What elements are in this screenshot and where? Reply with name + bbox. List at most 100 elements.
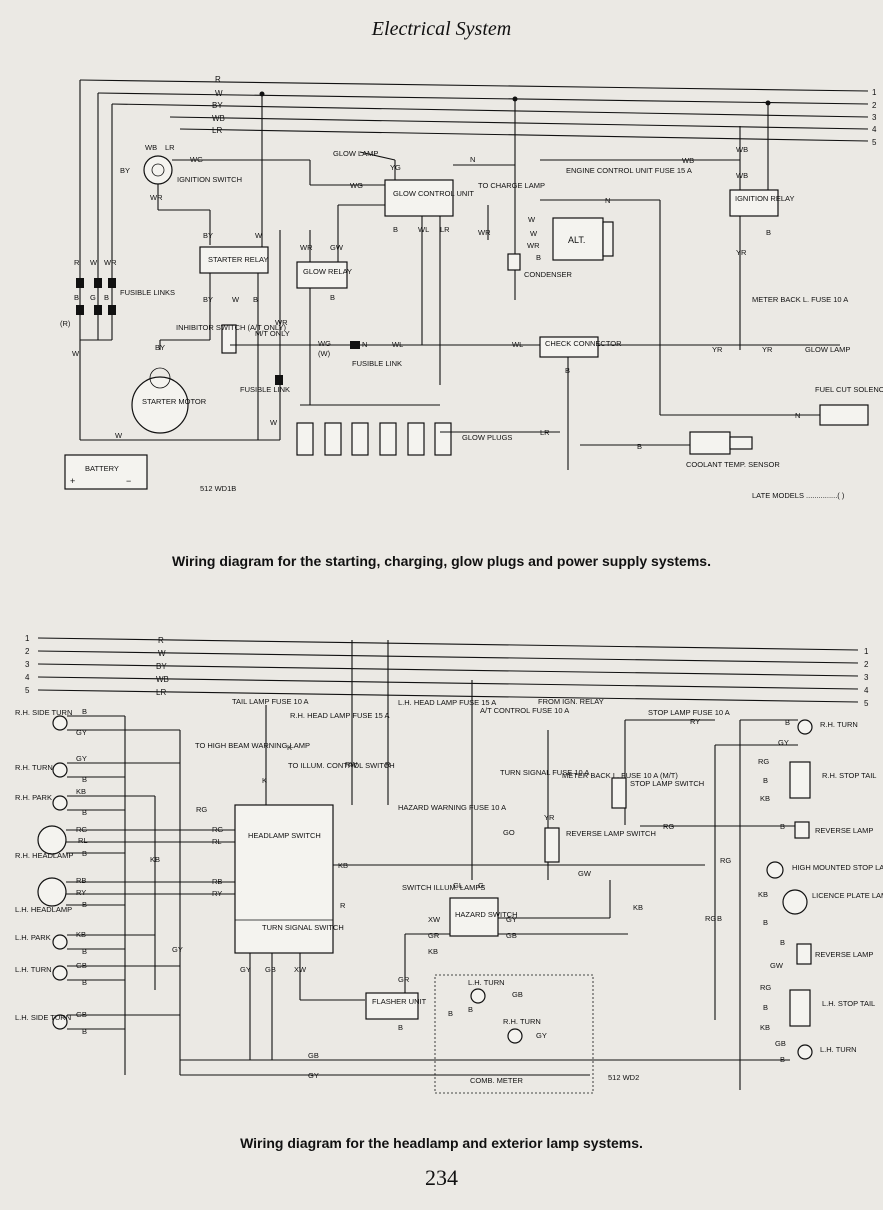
fuel-cut-solenoid: FUEL CUT SOLENOID N (660, 385, 883, 426)
svg-text:WR: WR (104, 258, 117, 267)
svg-text:GY: GY (506, 915, 517, 924)
top-fuses: TAIL LAMP FUSE 10 A K R.H. HEAD LAMP FUS… (232, 640, 730, 880)
svg-text:R: R (74, 258, 80, 267)
glow-relay-label: GLOW RELAY (303, 267, 352, 276)
d1-bus-label: W (215, 89, 223, 98)
svg-text:RG: RG (760, 983, 771, 992)
d2-bus-wires: 1 2 3 4 5 R W BY WB LR 1 2 3 4 5 (25, 634, 869, 708)
svg-text:LR: LR (540, 428, 550, 437)
d2-bus-num: 1 (25, 634, 30, 643)
battery: BATTERY +− 512 WD1B (64, 454, 236, 493)
stop-lamp-switch-label: STOP LAMP SWITCH (630, 779, 704, 788)
lamp-label: L.H. SIDE TURN (15, 1013, 71, 1022)
d2-bus-num: 3 (864, 673, 869, 682)
svg-text:GB: GB (506, 931, 517, 940)
headlamp-switch-label: HEADLAMP SWITCH (248, 831, 321, 840)
svg-text:WB: WB (736, 171, 748, 180)
svg-text:B: B (763, 1003, 768, 1012)
svg-text:GB: GB (512, 990, 523, 999)
at-control-fuse-label: A/T CONTROL FUSE 10 A (480, 706, 569, 715)
svg-text:N: N (470, 155, 475, 164)
svg-text:KB: KB (758, 890, 768, 899)
svg-text:B: B (785, 718, 790, 727)
svg-text:GY: GY (240, 965, 251, 974)
rh-turn-ind-label: R.H. TURN (503, 1017, 541, 1026)
svg-text:RL: RL (78, 836, 88, 845)
reverse-lamp-switch-label: REVERSE LAMP SWITCH (566, 829, 656, 838)
glow-plugs: GLOW PLUGS (296, 404, 512, 456)
svg-text:B: B (82, 978, 87, 987)
d2-bus-num: 4 (25, 673, 30, 682)
d2-bus-num: 3 (25, 660, 30, 669)
d1-bus-num: 2 (872, 101, 877, 110)
lamp-label: LICENCE PLATE LAMP (812, 891, 883, 900)
svg-text:RG: RG (76, 825, 87, 834)
svg-text:WR: WR (478, 228, 491, 237)
svg-text:B: B (82, 1027, 87, 1036)
svg-text:(W): (W) (318, 349, 331, 358)
d2-bus-label: BY (156, 662, 167, 671)
svg-text:RG: RG (212, 825, 223, 834)
diagram1-caption: Wiring diagram for the starting, chargin… (172, 553, 711, 569)
svg-text:W: W (255, 231, 263, 240)
starter-relay-label: STARTER RELAY (208, 255, 268, 264)
svg-text:B: B (330, 293, 335, 302)
glow-plugs-label: GLOW PLUGS (462, 433, 512, 442)
d2-bus-num: 5 (25, 686, 30, 695)
hazard-fuse-label: HAZARD WARNING FUSE 10 A (398, 803, 506, 812)
inhibitor-switch: INHIBITOR SWITCH (A/T ONLY) M/T ONLY BY (155, 323, 290, 354)
lamp-label: R.H. TURN (15, 763, 53, 772)
d1-bus-num: 1 (872, 88, 877, 97)
ignition-switch-label: IGNITION SWITCH (177, 175, 242, 184)
svg-text:G: G (90, 293, 96, 302)
svg-text:GR: GR (398, 975, 410, 984)
hazard-switch-label: HAZARD SWITCH (455, 910, 518, 919)
svg-text:WB: WB (682, 156, 694, 165)
turn-signal-switch-label: TURN SIGNAL SWITCH (262, 923, 344, 932)
svg-text:YR: YR (544, 813, 555, 822)
page-number: 234 (425, 1165, 458, 1190)
d2-bus-label: LR (156, 688, 166, 697)
svg-text:KB: KB (428, 947, 438, 956)
svg-text:GR: GR (428, 931, 440, 940)
to-illum-label: TO ILLUM. CONTROL SWITCH (288, 761, 395, 770)
svg-text:B: B (637, 442, 642, 451)
d1-bus-num: 4 (872, 125, 877, 134)
svg-text:B: B (82, 849, 87, 858)
d2-bus-num: 4 (864, 686, 869, 695)
svg-text:YR: YR (712, 345, 723, 354)
lamp-label: R.H. HEADLAMP (15, 851, 73, 860)
svg-text:GB: GB (308, 1051, 319, 1060)
svg-text:B: B (468, 1005, 473, 1014)
svg-text:WG: WG (318, 339, 331, 348)
svg-text:RG: RG (720, 856, 731, 865)
to-charge-lamp-label: TO CHARGE LAMP (478, 181, 545, 190)
svg-text:R: R (385, 760, 391, 769)
svg-text:K: K (287, 743, 292, 752)
svg-text:KB: KB (760, 1023, 770, 1032)
lamp-label: R.H. PARK (15, 793, 52, 802)
page-header: Electrical System (371, 18, 512, 40)
svg-text:K: K (262, 776, 267, 785)
d1-bus-wires: R W BY WB LR 1 2 3 4 5 (79, 75, 877, 147)
svg-text:B: B (82, 775, 87, 784)
ignition-relay-label: IGNITION RELAY (735, 194, 794, 203)
d2-bus-num: 2 (25, 647, 30, 656)
starter-motor: STARTER MOTOR W (80, 367, 280, 441)
lamp-label: R.H. SIDE TURN (15, 708, 72, 717)
svg-text:KB: KB (760, 794, 770, 803)
svg-text:N: N (605, 196, 610, 205)
glow-lamp-label: GLOW LAMP (333, 149, 378, 158)
headlamp-switch: HEADLAMP SWITCH TURN SIGNAL SWITCH KBR G… (234, 804, 705, 1060)
lamp-label: HIGH MOUNTED STOP LAMP (792, 863, 883, 872)
svg-text:RG: RG (758, 757, 769, 766)
fusible-link-label: FUSIBLE LINK (352, 359, 402, 368)
svg-text:N: N (795, 411, 800, 420)
